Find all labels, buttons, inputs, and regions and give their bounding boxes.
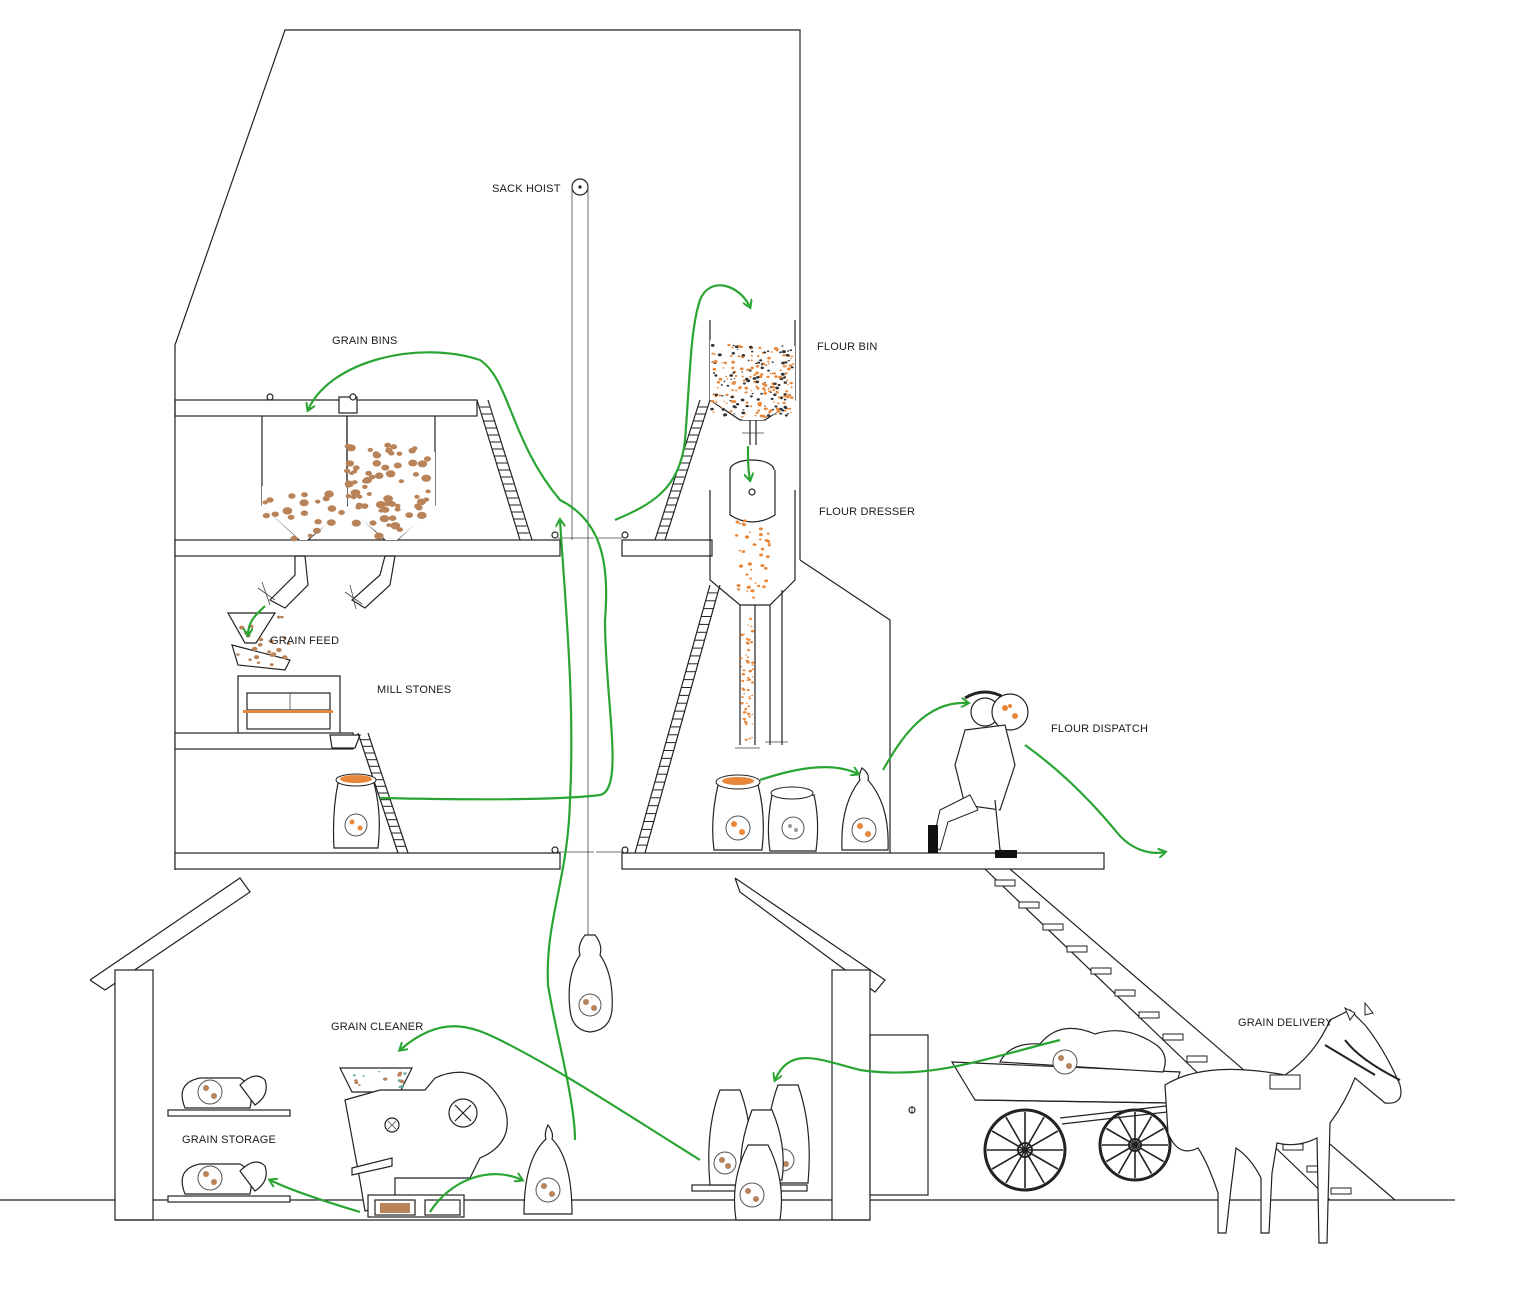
label-flour-dispatch: FLOUR DISPATCH bbox=[1051, 723, 1149, 735]
label-grain-storage: GRAIN STORAGE bbox=[182, 1134, 277, 1146]
flour-sack-mill bbox=[332, 773, 380, 849]
grain-storage bbox=[167, 1075, 291, 1203]
mill-stones bbox=[237, 675, 361, 749]
ladder-mill-floor bbox=[357, 732, 409, 854]
delivered-sacks bbox=[691, 1084, 810, 1221]
label-sack-hoist: SACK HOIST bbox=[492, 183, 561, 195]
grain-bins bbox=[257, 393, 436, 610]
label-grain-bins: GRAIN BINS bbox=[332, 335, 398, 347]
ladder-right-upper bbox=[654, 399, 711, 541]
label-mill-stones: MILL STONES bbox=[377, 684, 452, 696]
ground-floor-building bbox=[89, 877, 929, 1221]
label-flour-bin: FLOUR BIN bbox=[817, 341, 878, 353]
label-grain-cleaner: GRAIN CLEANER bbox=[331, 1021, 424, 1033]
grain-cleaner bbox=[339, 1067, 508, 1218]
flour-bin bbox=[709, 320, 796, 445]
flow-arrows bbox=[248, 284, 1165, 1214]
horse bbox=[1164, 1001, 1402, 1244]
horse-cart bbox=[950, 1027, 1291, 1192]
sack-hoist bbox=[568, 178, 613, 1033]
grain-sack-cleaner bbox=[523, 1123, 573, 1215]
porter-figure bbox=[928, 690, 1029, 858]
ladder-upper-left bbox=[476, 399, 533, 541]
flour-dresser bbox=[709, 459, 796, 749]
mill-building bbox=[174, 29, 1105, 870]
ladder-right-lower bbox=[634, 584, 721, 854]
label-grain-feed: GRAIN FEED bbox=[270, 635, 340, 647]
label-flour-dresser: FLOUR DRESSER bbox=[819, 506, 916, 518]
label-grain-delivery: GRAIN DELIVERY bbox=[1238, 1017, 1333, 1029]
flour-sacks-floor bbox=[712, 767, 889, 852]
